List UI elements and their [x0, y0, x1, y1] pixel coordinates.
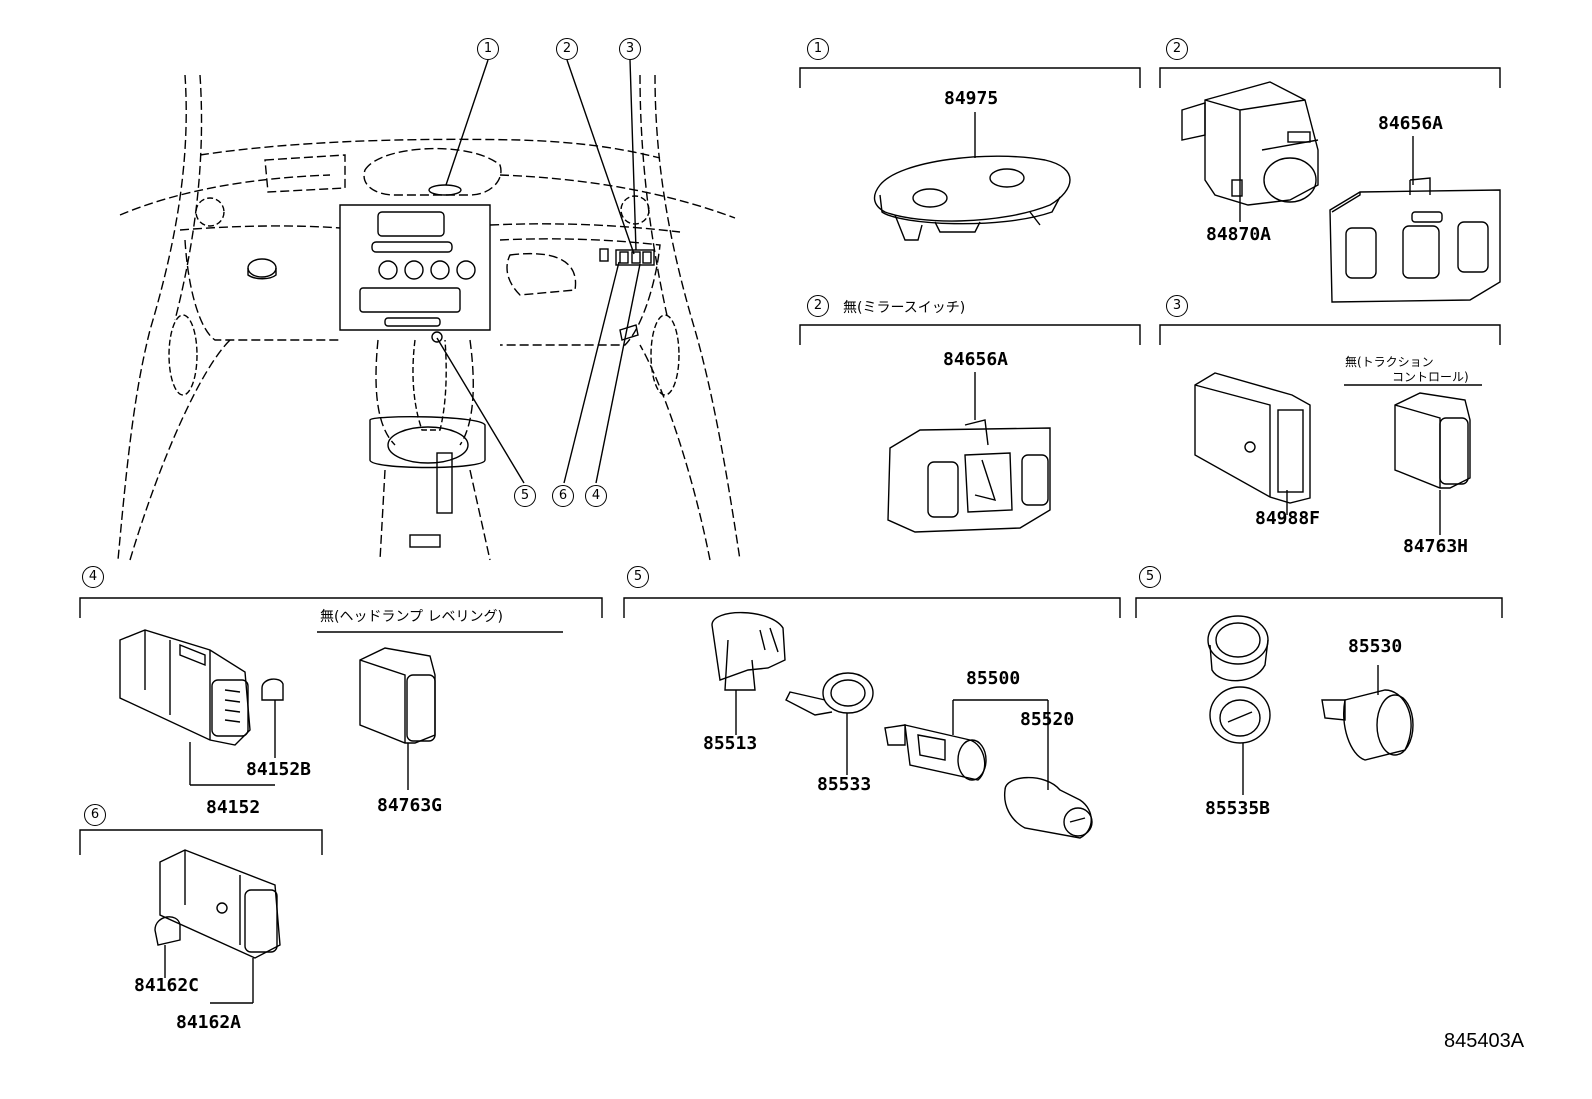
part-label-84763G: 84763G [377, 795, 443, 816]
part-84870A-drawing [1181, 81, 1319, 222]
part-84763H-drawing [1394, 392, 1471, 535]
section-ref-6: 6 [84, 804, 106, 826]
part-label-84162A: 84162A [176, 1012, 242, 1033]
section-ref-2b: 2 [807, 295, 829, 317]
part-85530-drawing [1321, 665, 1414, 761]
dashboard-overview-drawing [117, 59, 741, 561]
section-ref-1: 1 [807, 38, 829, 60]
note-no-headlamp-leveling: 無(ヘッドランプ レベリング) [320, 609, 503, 625]
part-85500-drawing [884, 699, 1049, 790]
section-ref-5: 5 [627, 566, 649, 588]
part-84656A-top-drawing [1329, 136, 1501, 303]
part-84975-drawing [873, 112, 1071, 241]
part-label-84152B: 84152B [246, 759, 312, 780]
section-ref-4: 4 [82, 566, 104, 588]
part-label-84162C: 84162C [134, 975, 200, 996]
overview-callout-4: 4 [585, 485, 607, 507]
part-label-84870A: 84870A [1206, 224, 1272, 245]
part-label-84656A: 84656A [943, 349, 1009, 370]
note-no-mirror-switch: 無(ミラースイッチ) [843, 300, 966, 316]
note-no-traction-control-line1: 無(トラクション [1345, 355, 1434, 369]
part-84988F-drawing [1194, 372, 1311, 515]
overview-callout-6: 6 [552, 485, 574, 507]
part-84152-drawing [119, 629, 284, 786]
section-brackets [79, 67, 1503, 855]
part-85513-drawing [711, 611, 786, 735]
part-label-85520: 85520 [1020, 709, 1075, 730]
part-85533-drawing [785, 672, 874, 775]
section-ref-2: 2 [1166, 38, 1188, 60]
part-85520-drawing [1003, 776, 1093, 839]
part-84656A-drawing [887, 372, 1051, 533]
overview-callout-5: 5 [514, 485, 536, 507]
diagram-id: 845403A [1444, 1030, 1525, 1052]
part-84763G-drawing [359, 647, 436, 790]
part-label-85500: 85500 [966, 668, 1021, 689]
part-label-84975: 84975 [944, 88, 999, 109]
part-label-84988F: 84988F [1255, 508, 1321, 529]
section-ref-3: 3 [1166, 295, 1188, 317]
note-no-traction-control-line2: コントロール) [1392, 370, 1469, 384]
part-label-84152: 84152 [206, 797, 261, 818]
part-label-85530: 85530 [1348, 636, 1403, 657]
overview-callout-1: 1 [477, 38, 499, 60]
part-label-85513: 85513 [703, 733, 758, 754]
section-ref-5b: 5 [1139, 566, 1161, 588]
part-label-85533: 85533 [817, 774, 872, 795]
overview-callout-2: 2 [556, 38, 578, 60]
part-label-84656A-top: 84656A [1378, 113, 1444, 134]
part-84162-drawing [154, 849, 281, 1004]
overview-callout-3: 3 [619, 38, 641, 60]
part-85535B-drawing [1207, 615, 1271, 795]
part-label-85535B: 85535B [1205, 798, 1271, 819]
part-label-84763H: 84763H [1403, 536, 1469, 557]
